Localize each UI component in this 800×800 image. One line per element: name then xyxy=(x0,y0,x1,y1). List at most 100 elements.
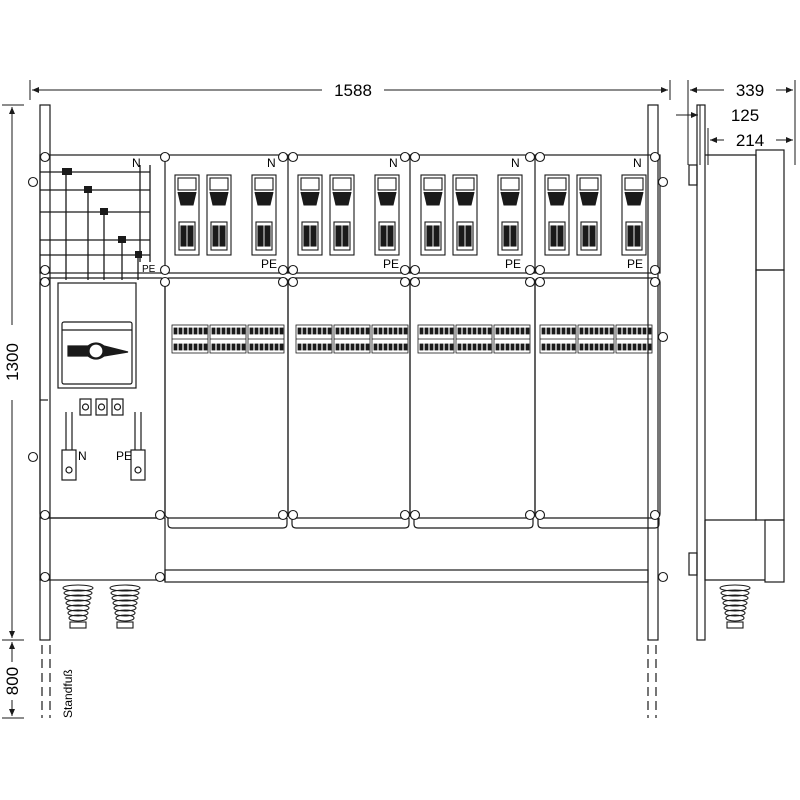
cable-gland xyxy=(109,584,141,629)
dimension-height xyxy=(2,104,24,641)
bolt-circle xyxy=(649,509,661,521)
bolt-circle xyxy=(277,276,289,288)
bolt-circle xyxy=(399,509,411,521)
bolt-circle xyxy=(399,151,411,163)
label-pe-busbar-3: PE xyxy=(383,257,399,271)
cable-gland xyxy=(62,584,94,629)
bolt-circle xyxy=(409,509,421,521)
bolt-circle xyxy=(159,151,171,163)
bolt-circle xyxy=(39,276,51,288)
busbar-connectors xyxy=(62,168,142,258)
bolt-circle xyxy=(287,276,299,288)
bolt-circle xyxy=(287,151,299,163)
label-n-busbar-4: N xyxy=(511,156,520,170)
fuse-holder xyxy=(206,174,232,256)
bolt-circle xyxy=(524,264,536,276)
bolt-circle xyxy=(39,571,51,583)
busbar-panel-frame xyxy=(39,154,661,274)
terminal-strip xyxy=(295,324,333,354)
fuse-holder xyxy=(576,174,602,256)
terminal-strip xyxy=(417,324,455,354)
cable-gland xyxy=(719,584,751,629)
lower-frame xyxy=(39,517,660,583)
bolt-circle xyxy=(524,276,536,288)
label-n-busbar-1: N xyxy=(132,156,141,170)
bolt-circle xyxy=(649,264,661,276)
fuse-holder xyxy=(621,174,647,256)
terminal-strip xyxy=(209,324,247,354)
bolt-circle xyxy=(409,276,421,288)
terminal-strip xyxy=(333,324,371,354)
bolt-circle xyxy=(277,264,289,276)
bolt-circle xyxy=(287,509,299,521)
stand-foot-label: Standfuß xyxy=(61,669,75,718)
main-switch xyxy=(57,282,137,416)
bolt-circle xyxy=(39,151,51,163)
fuse-holder xyxy=(497,174,523,256)
fuse-holder xyxy=(452,174,478,256)
fuse-holder xyxy=(420,174,446,256)
terminal-strip xyxy=(171,324,209,354)
bolt-circle xyxy=(159,276,171,288)
dimension-depth-inner: 125 xyxy=(731,106,759,125)
label-n-switch: N xyxy=(78,449,87,463)
dimension-foot xyxy=(2,642,24,719)
main-switch-leads xyxy=(61,412,146,481)
dimension-depth-total: 339 xyxy=(736,81,764,100)
bolt-circle xyxy=(524,151,536,163)
fuse-holder xyxy=(297,174,323,256)
bolt-circle xyxy=(534,509,546,521)
label-pe-switch: PE xyxy=(116,449,132,463)
bolt-circle xyxy=(154,571,166,583)
bolt-circle xyxy=(39,264,51,276)
bolt-circle xyxy=(409,264,421,276)
fuse-holder xyxy=(329,174,355,256)
middle-panels xyxy=(39,277,661,519)
label-n-busbar-2: N xyxy=(267,156,276,170)
fuse-holder xyxy=(251,174,277,256)
fuse-holders xyxy=(174,174,647,256)
bolt-circle xyxy=(154,509,166,521)
fuse-holder xyxy=(174,174,200,256)
terminal-strip xyxy=(615,324,653,354)
bolt-circle xyxy=(27,451,39,463)
dimension-depth-module: 214 xyxy=(736,131,764,150)
bolt-circle xyxy=(27,176,39,188)
side-cable-gland xyxy=(719,584,751,629)
bolt-circle xyxy=(657,571,669,583)
terminal-strip xyxy=(455,324,493,354)
fuse-holder xyxy=(374,174,400,256)
cable-glands xyxy=(62,584,141,629)
bolt-circle xyxy=(657,331,669,343)
dimension-height-label: 1300 xyxy=(3,343,22,381)
bolt-circle xyxy=(524,509,536,521)
label-pe-busbar-1: PE xyxy=(142,264,156,275)
bolt-circle xyxy=(277,509,289,521)
bolt-circle xyxy=(159,264,171,276)
terminal-strip xyxy=(493,324,531,354)
terminal-strip xyxy=(247,324,285,354)
label-n-busbar-5: N xyxy=(633,156,642,170)
terminal-strips xyxy=(171,324,653,354)
bolt-circle xyxy=(534,151,546,163)
label-pe-busbar-5: PE xyxy=(627,257,643,271)
dimension-foot-label: 800 xyxy=(3,667,22,695)
label-n-busbar-3: N xyxy=(389,156,398,170)
fuse-holder xyxy=(544,174,570,256)
bolt-circle xyxy=(399,264,411,276)
bolt-circle xyxy=(277,151,289,163)
dimension-width xyxy=(29,80,671,100)
bolt-circle xyxy=(657,176,669,188)
terminal-strip xyxy=(577,324,615,354)
bolt-circle xyxy=(649,151,661,163)
bolt-circle xyxy=(287,264,299,276)
side-view xyxy=(688,104,785,641)
mounting-bolts xyxy=(27,151,669,583)
bolt-circle xyxy=(399,276,411,288)
busbars xyxy=(40,165,151,280)
bolt-circle xyxy=(649,276,661,288)
bolt-circle xyxy=(534,264,546,276)
terminal-strip xyxy=(371,324,409,354)
dimension-side xyxy=(676,80,796,165)
